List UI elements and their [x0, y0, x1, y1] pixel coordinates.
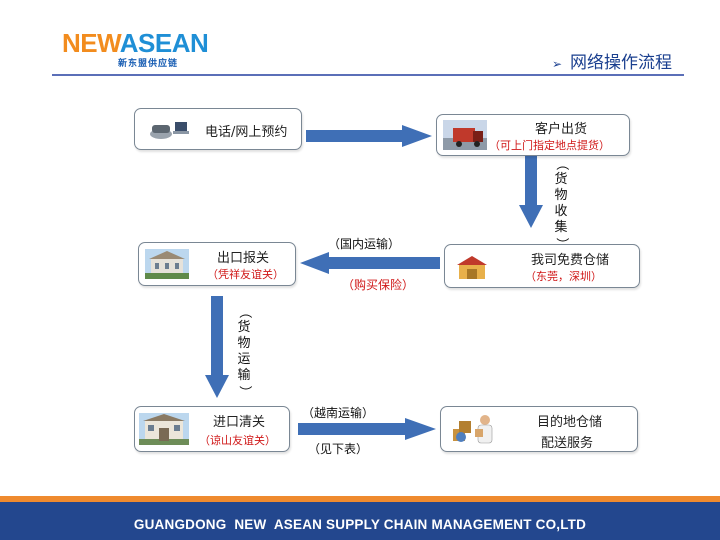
node-destination: 目的地仓储 配送服务 — [440, 406, 638, 452]
vertical-char: 货 — [237, 320, 251, 335]
delivery-person-icon — [453, 415, 493, 444]
vertical-char: 运 — [237, 352, 251, 367]
page-title-text: 网络操作流程 — [570, 53, 672, 73]
node-export-sublabel: （凭祥友谊关） — [207, 268, 284, 281]
arrow-booking-to-pickup — [306, 125, 432, 147]
node-destination-label: 目的地仓储 — [537, 415, 603, 430]
node-warehouse-label: 我司免费仓储 — [531, 253, 610, 268]
vertical-char: 输 — [237, 368, 251, 383]
paren-close-rot: ） — [237, 385, 252, 399]
logo-asean: ASEAN — [119, 28, 209, 58]
node-import: 进口清关 （谅山友谊关） — [134, 406, 290, 452]
node-pickup: 客户出货 （可上门指定地点提货） — [436, 114, 630, 156]
label-collect: （ 货物收集 ） — [553, 156, 569, 252]
arrow-warehouse-to-export — [300, 252, 440, 274]
truck-icon — [443, 120, 487, 150]
vertical-char: 集 — [554, 220, 568, 235]
page-title: ➢ 网络操作流程 — [552, 48, 672, 73]
node-export: 出口报关 （凭祥友谊关） — [138, 242, 296, 286]
logo-subtitle: 新东盟供应链 — [118, 59, 179, 69]
node-booking-label: 电话/网上预约 — [205, 125, 288, 140]
label-transport: （ 货物运输 ） — [236, 304, 252, 400]
node-warehouse-sublabel: （东莞，深圳） — [525, 270, 602, 283]
arrow-export-to-import — [205, 296, 229, 398]
label-domestic-transport: （国内运输） — [328, 237, 401, 251]
node-pickup-sublabel: 可上门指定地点提货 — [500, 139, 599, 152]
arrow-import-to-destination — [298, 418, 436, 440]
footer-stripe — [0, 496, 720, 502]
node-import-sublabel: （谅山友谊关） — [199, 434, 276, 447]
paren-close: ） — [599, 139, 610, 152]
label-vietnam-transport: （越南运输） — [302, 406, 375, 420]
node-booking: 电话/网上预约 — [134, 108, 302, 150]
node-export-label: 出口报关 — [217, 251, 270, 266]
paren-open: （ — [489, 139, 500, 152]
label-collect-text: 货物收集 — [553, 172, 569, 236]
footer-bar — [0, 502, 720, 540]
warehouse-icon — [457, 256, 487, 279]
logo-wordmark: NEWASEAN — [62, 28, 209, 58]
company-logo: NEWASEAN 新东盟供应链 — [62, 28, 209, 69]
logo-new: NEW — [62, 28, 120, 58]
node-pickup-sub: （可上门指定地点提货） — [489, 137, 610, 153]
vertical-char: 收 — [554, 204, 568, 219]
customs-building-icon — [145, 249, 189, 279]
label-see-below: （见下表） — [308, 442, 369, 456]
header-divider — [52, 74, 684, 76]
paren-close-rot: ） — [554, 237, 569, 251]
paren-open-rot: （ — [554, 157, 569, 171]
vertical-char: 物 — [554, 188, 568, 203]
footer-company-name: GUANGDONG NEW ASEAN SUPPLY CHAIN MANAGEM… — [133, 517, 587, 532]
bullet-arrow-icon: ➢ — [551, 57, 562, 71]
node-import-label: 进口清关 — [213, 415, 266, 430]
label-transport-text: 货物运输 — [236, 320, 252, 384]
phone-laptop-icon — [150, 122, 189, 139]
vertical-char: 货 — [554, 172, 568, 187]
node-pickup-label: 客户出货 — [535, 122, 588, 137]
node-warehouse: 我司免费仓储 （东莞，深圳） — [444, 244, 640, 288]
label-buy-insurance: （购买保险） — [342, 278, 415, 292]
border-gate-icon — [139, 413, 189, 445]
paren-open-rot: （ — [237, 305, 252, 319]
arrow-pickup-to-warehouse — [519, 155, 543, 228]
vertical-char: 物 — [237, 336, 251, 351]
node-destination-sublabel: 配送服务 — [541, 436, 594, 451]
